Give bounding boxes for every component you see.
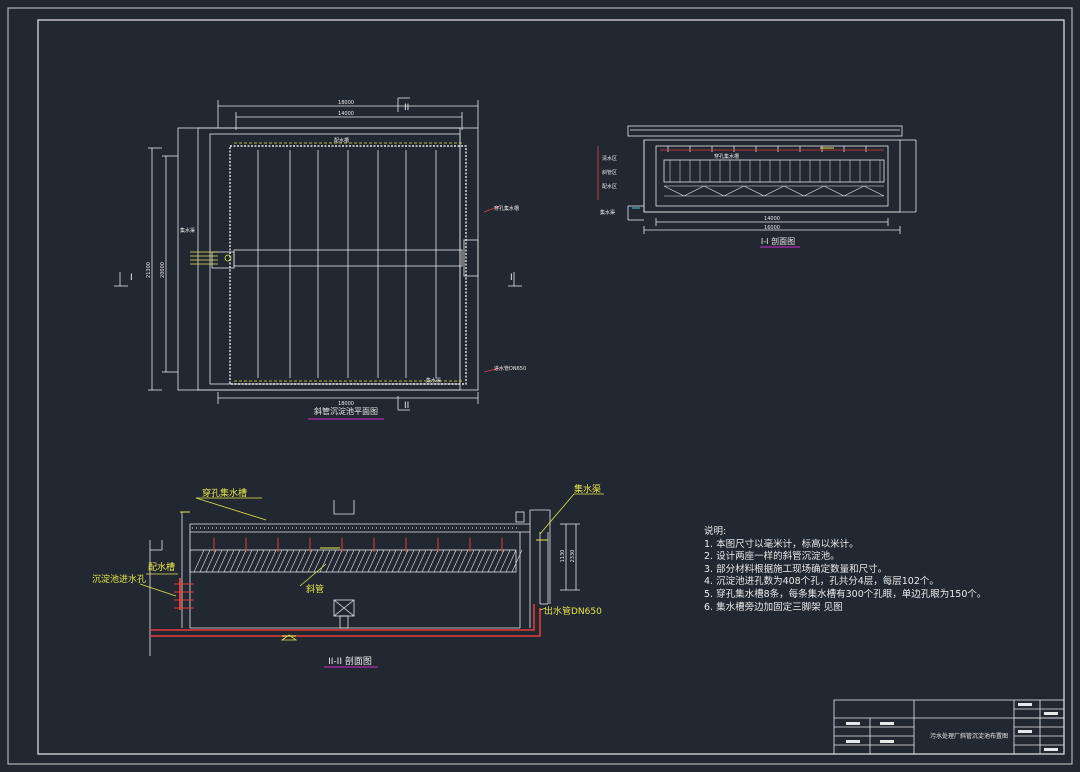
section-1-color-marks [597, 146, 884, 248]
section-2-color-marks [139, 493, 604, 668]
note-item: 3. 部分材料根据施工现场确定数量和尺寸。 [704, 563, 888, 575]
plan-dim-top-outer: 18000 [338, 100, 354, 106]
section-2-view [149, 500, 580, 656]
section-2-inlet-holes: 沉淀池进水孔 [92, 573, 146, 585]
plan-dim-left-inner: 20000 [160, 262, 166, 278]
section-2-collection-channel: 集水渠 [574, 483, 601, 495]
notes-heading: 说明: [704, 526, 727, 537]
section-1-distribution-zone: 配水区 [602, 183, 617, 190]
section-2-outlet: 出水管DN650 [544, 605, 602, 617]
section-1-title: I-I 剖面图 [761, 236, 795, 246]
sheet-outer-border [7, 7, 1073, 765]
plan-dim-left-outer: 21300 [146, 262, 152, 278]
section-1-dim-outer: 16000 [764, 225, 780, 231]
plan-label-collection: 集水渠 [180, 227, 195, 234]
plan-label-trough: 穿孔集水槽 [494, 205, 519, 212]
plan-view-color-marks [190, 142, 501, 420]
design-notes: 说明: 1. 本图尺寸以毫米计，标高以米计。 2. 设计两座一样的斜管沉淀池。 … [704, 526, 986, 614]
plan-label-collector: 集水渠 [426, 377, 441, 384]
section-2-dim-2: 2330 [570, 550, 576, 563]
note-item: 6. 集水槽旁边加固定三脚架 见图 [704, 601, 843, 613]
plan-label-inlet: 进水管DN650 [494, 365, 526, 372]
plan-label-distribution: 配水槽 [334, 137, 349, 144]
section-1-dim-inner: 14000 [764, 216, 780, 222]
section-1-clear-zone: 清水区 [602, 155, 617, 162]
plan-dim-bottom: 18000 [338, 401, 354, 407]
section-2-title: II-II 剖面图 [328, 655, 372, 667]
plan-view-texts: 斜管沉淀池平面图 18000 14000 18000 21300 20000 配… [130, 100, 526, 416]
section-1-tube-zone: 斜管区 [602, 169, 617, 176]
plan-view [114, 97, 522, 411]
section-1-texts: I-I 剖面图 清水区 斜管区 配水区 穿孔集水槽 集水渠 14000 1600… [600, 153, 795, 246]
plan-section-mark-right: I [510, 273, 513, 283]
section-2-inclined-tubes: 斜管 [306, 583, 324, 595]
plan-section-mark-left: I [130, 273, 133, 283]
sheet-inner-border [37, 19, 1065, 755]
title-block-drawing-name: 污水处理厂斜管沉淀池布置图 [930, 732, 1008, 740]
note-item: 4. 沉淀池进孔数为408个孔，孔共分4层，每层102个。 [704, 576, 939, 588]
plan-section-mark-bottom: II [404, 401, 409, 411]
section-2-dim-1: 1130 [560, 550, 566, 563]
section-1-view [627, 125, 917, 234]
note-item: 5. 穿孔集水槽8条，每条集水槽有300个孔眼，单边孔眼为150个。 [704, 588, 987, 600]
plan-title: 斜管沉淀池平面图 [314, 406, 378, 416]
section-1-inlet: 集水渠 [600, 209, 615, 216]
section-1-trough: 穿孔集水槽 [714, 153, 739, 160]
title-block [833, 699, 1065, 755]
plan-section-mark-top: II [404, 103, 409, 113]
note-item: 1. 本图尺寸以毫米计，标高以米计。 [704, 538, 859, 550]
section-2-texts: II-II 剖面图 穿孔集水槽 集水渠 配水槽 沉淀池进水孔 斜管 出水管DN6… [92, 483, 602, 667]
section-2-distribution-trough: 配水槽 [148, 561, 175, 573]
note-item: 2. 设计两座一样的斜管沉淀池。 [704, 551, 840, 563]
plan-dim-top-inner: 14000 [338, 111, 354, 117]
section-2-perforated-trough: 穿孔集水槽 [202, 487, 247, 499]
